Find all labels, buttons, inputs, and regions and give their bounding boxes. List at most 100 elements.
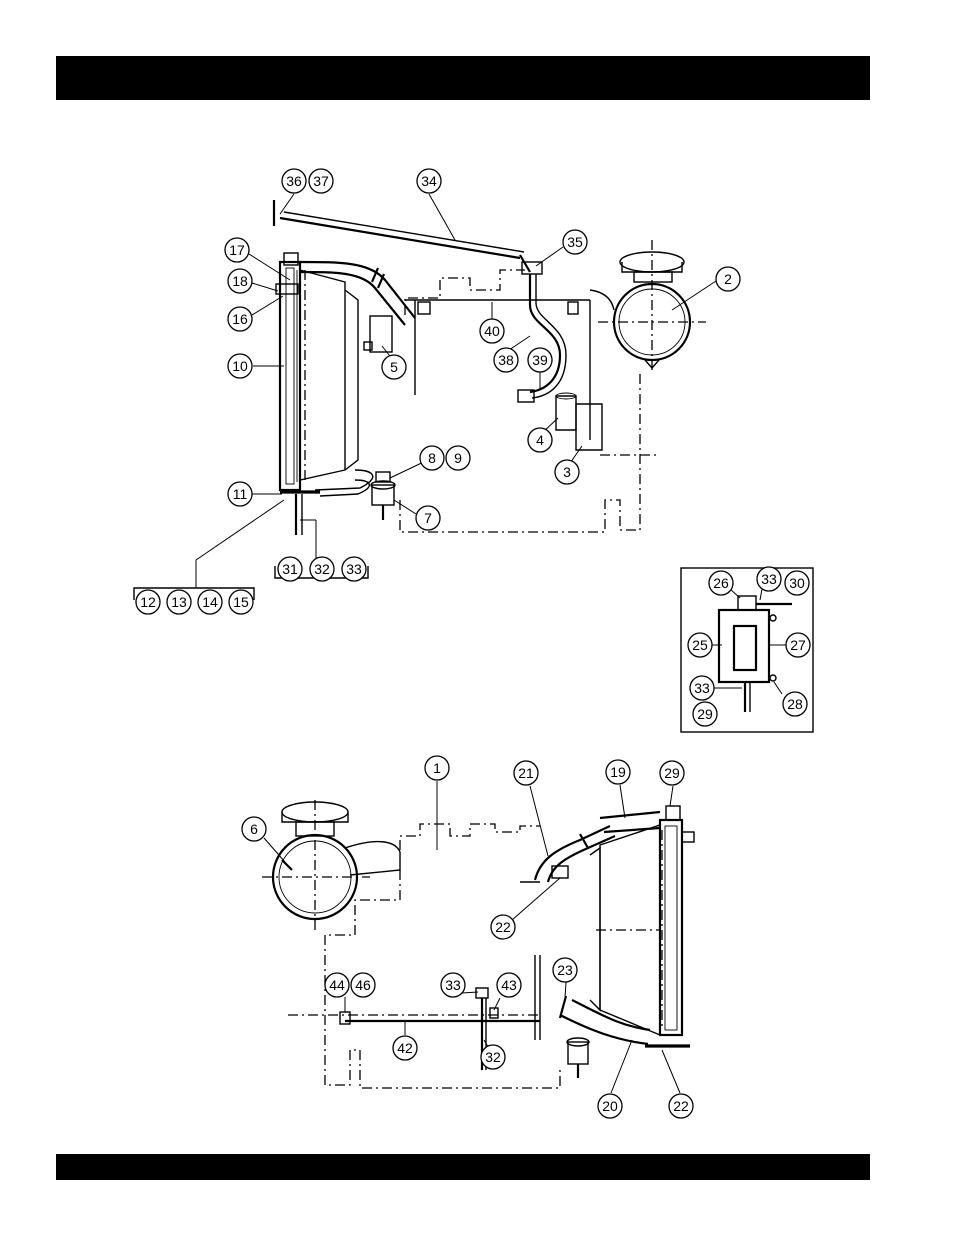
callout-20: 20	[598, 1094, 622, 1118]
svg-text:46: 46	[355, 977, 371, 993]
callout-16: 16	[228, 307, 252, 331]
callout-33: 33	[757, 567, 781, 591]
callout-18: 18	[228, 269, 252, 293]
svg-text:19: 19	[610, 764, 626, 780]
top-view-callouts: 36 37 34 35 17 18 16 2 40 10 38 39 5 4 3…	[136, 169, 740, 614]
svg-text:23: 23	[557, 962, 573, 978]
svg-text:4: 4	[536, 432, 544, 448]
svg-text:17: 17	[229, 242, 245, 258]
callout-12: 12	[136, 590, 160, 614]
callout-9: 9	[446, 446, 470, 470]
svg-text:15: 15	[233, 594, 249, 610]
svg-text:33: 33	[346, 561, 362, 577]
svg-text:29: 29	[664, 765, 680, 781]
svg-text:8: 8	[428, 450, 436, 466]
svg-text:36: 36	[286, 173, 302, 189]
svg-text:33: 33	[445, 977, 461, 993]
svg-text:22: 22	[495, 919, 511, 935]
svg-text:16: 16	[232, 311, 248, 327]
svg-text:20: 20	[602, 1098, 618, 1114]
svg-text:25: 25	[692, 637, 708, 653]
callout-4: 4	[528, 428, 552, 452]
callout-22b: 22	[669, 1094, 693, 1118]
svg-text:27: 27	[790, 637, 806, 653]
svg-text:35: 35	[567, 234, 583, 250]
svg-text:18: 18	[232, 273, 248, 289]
svg-text:32: 32	[485, 1049, 501, 1065]
callout-21: 21	[514, 761, 538, 785]
callout-6: 6	[242, 817, 266, 841]
callout-25: 25	[688, 633, 712, 657]
callout-40: 40	[480, 319, 504, 343]
callout-1: 1	[425, 756, 449, 780]
svg-text:39: 39	[532, 352, 548, 368]
svg-text:42: 42	[397, 1040, 413, 1056]
callout-3: 3	[555, 460, 579, 484]
callout-35: 35	[563, 230, 587, 254]
svg-text:1: 1	[433, 760, 441, 776]
svg-text:38: 38	[498, 352, 514, 368]
svg-text:11: 11	[233, 486, 248, 502]
callout-14: 14	[198, 590, 222, 614]
top-view-drawing	[134, 194, 716, 600]
callout-46: 46	[351, 973, 375, 997]
callout-15: 15	[229, 590, 253, 614]
svg-text:10: 10	[232, 358, 248, 374]
svg-text:37: 37	[313, 173, 329, 189]
svg-text:40: 40	[484, 323, 500, 339]
callout-34: 34	[417, 169, 441, 193]
svg-text:22: 22	[673, 1098, 689, 1114]
svg-text:2: 2	[724, 271, 732, 287]
svg-text:6: 6	[250, 821, 258, 837]
svg-text:34: 34	[421, 173, 437, 189]
callout-11: 11	[228, 482, 252, 506]
svg-text:9: 9	[454, 450, 462, 466]
svg-text:7: 7	[424, 510, 432, 526]
svg-text:43: 43	[501, 977, 517, 993]
callout-33b: 33	[690, 676, 714, 700]
callout-39: 39	[528, 348, 552, 372]
callout-30: 30	[785, 571, 809, 595]
callout-44: 44	[325, 973, 349, 997]
svg-text:29: 29	[697, 706, 713, 722]
callout-32: 32	[481, 1045, 505, 1069]
svg-text:26: 26	[713, 575, 729, 591]
callout-8: 8	[420, 446, 444, 470]
callout-7: 7	[416, 506, 440, 530]
callout-10: 10	[228, 354, 252, 378]
callout-28: 28	[783, 692, 807, 716]
callout-22: 22	[491, 915, 515, 939]
callout-23: 23	[553, 958, 577, 982]
callout-27: 27	[786, 633, 810, 657]
svg-text:32: 32	[314, 561, 330, 577]
svg-text:5: 5	[390, 359, 398, 375]
callout-2: 2	[716, 267, 740, 291]
callout-26: 26	[709, 571, 733, 595]
svg-text:30: 30	[789, 575, 805, 591]
callout-33: 33	[342, 557, 366, 581]
svg-text:21: 21	[518, 765, 534, 781]
svg-text:33: 33	[761, 571, 777, 587]
callout-5: 5	[382, 355, 406, 379]
callout-13: 13	[167, 590, 191, 614]
callout-29: 29	[660, 761, 684, 785]
bottom-view-drawing	[262, 781, 694, 1093]
svg-text:31: 31	[282, 561, 298, 577]
callout-29: 29	[693, 702, 717, 726]
callout-37: 37	[309, 169, 333, 193]
callout-42: 42	[393, 1036, 417, 1060]
svg-text:28: 28	[787, 696, 803, 712]
svg-text:3: 3	[563, 464, 571, 480]
callout-19: 19	[606, 760, 630, 784]
svg-text:12: 12	[140, 594, 156, 610]
callout-36: 36	[282, 169, 306, 193]
callout-17: 17	[225, 238, 249, 262]
callout-43: 43	[497, 973, 521, 997]
inset-view-callouts: 26 33 30 25 27 33 28 29	[688, 567, 810, 726]
svg-text:44: 44	[329, 977, 345, 993]
svg-text:33: 33	[694, 680, 710, 696]
callout-32: 32	[310, 557, 334, 581]
svg-text:13: 13	[171, 594, 187, 610]
svg-text:14: 14	[202, 594, 218, 610]
